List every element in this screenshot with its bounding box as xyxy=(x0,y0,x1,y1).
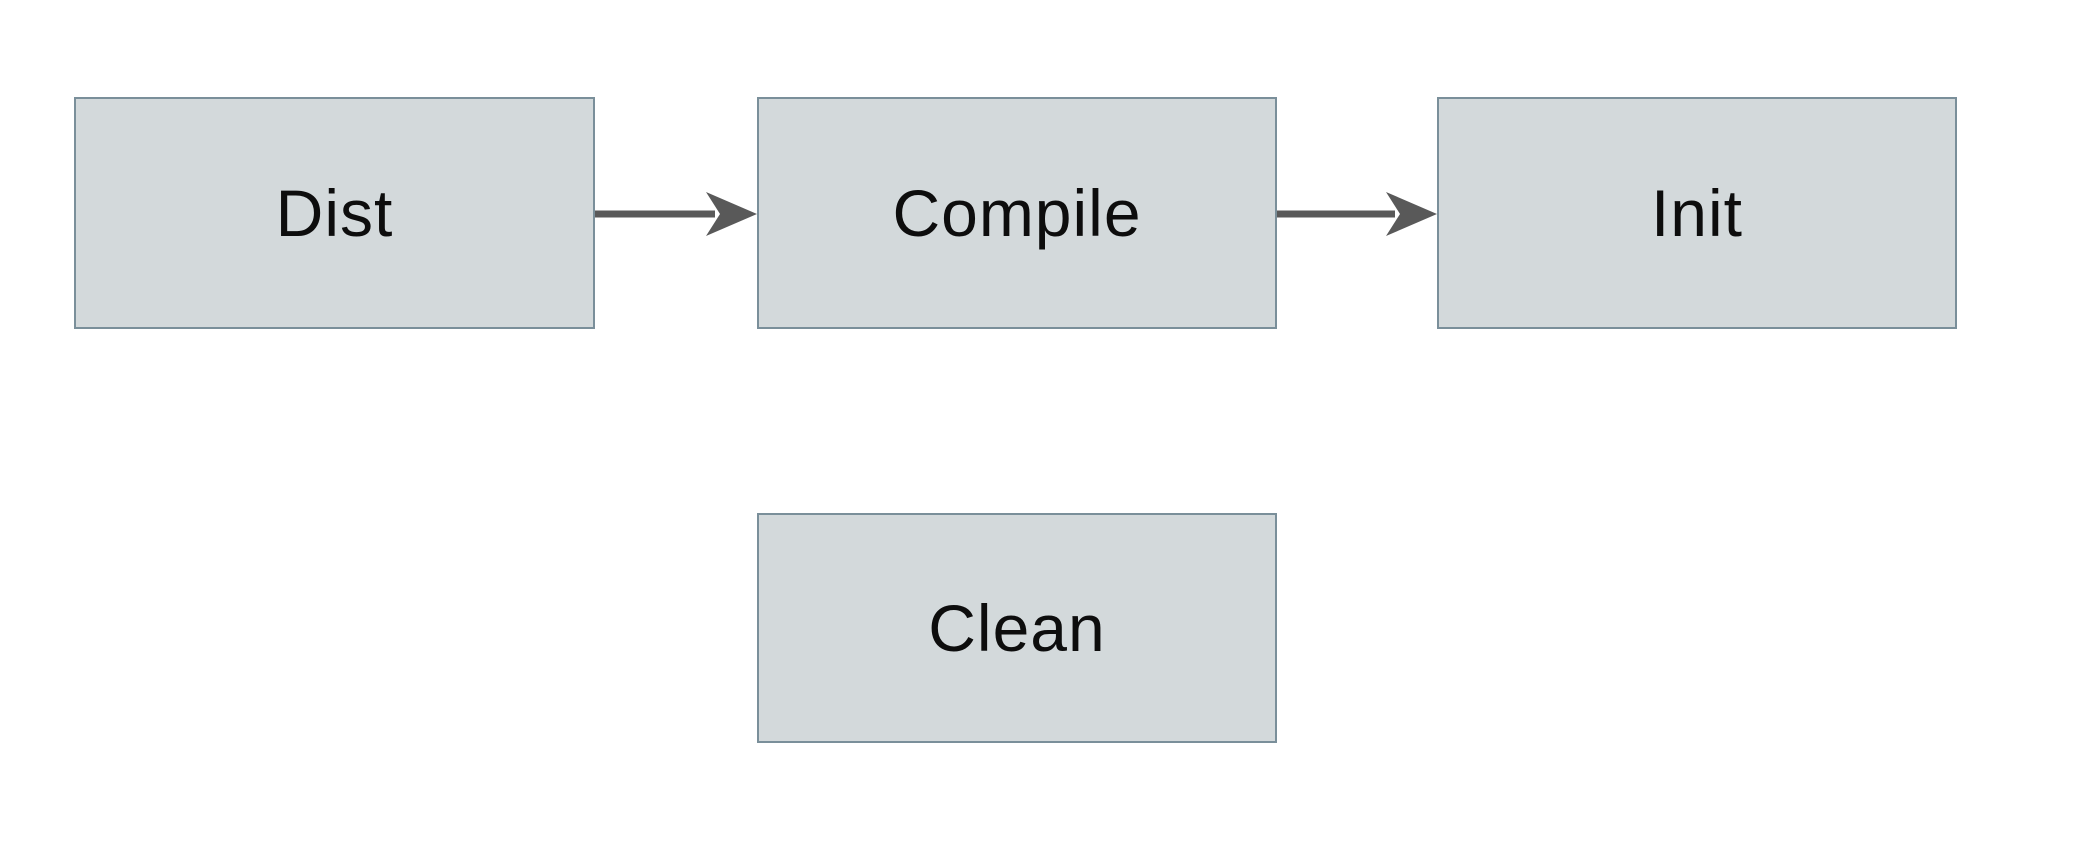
node-compile-label: Compile xyxy=(892,176,1142,250)
node-dist[interactable]: Dist xyxy=(74,97,595,329)
node-clean-label: Clean xyxy=(928,591,1106,665)
node-clean[interactable]: Clean xyxy=(757,513,1277,743)
arrow-dist-to-compile-icon xyxy=(595,192,757,236)
node-dist-label: Dist xyxy=(275,176,394,250)
node-init[interactable]: Init xyxy=(1437,97,1957,329)
arrow-compile-to-init-icon xyxy=(1277,192,1437,236)
node-compile[interactable]: Compile xyxy=(757,97,1277,329)
node-init-label: Init xyxy=(1650,176,1744,250)
